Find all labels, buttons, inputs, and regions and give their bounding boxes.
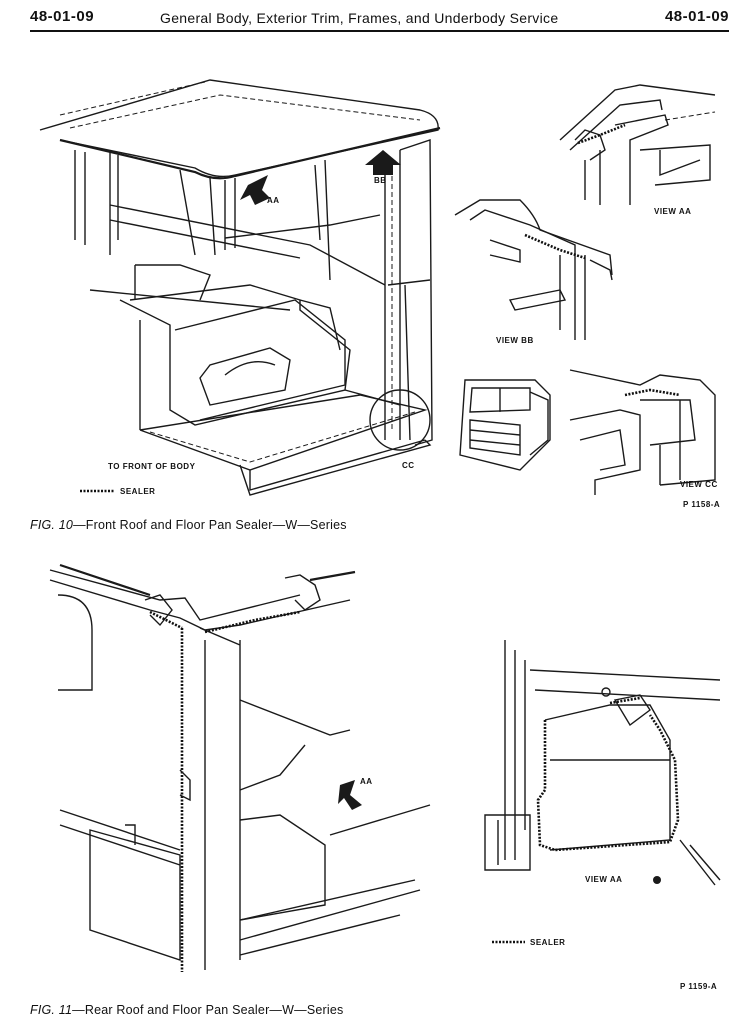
fastener-icon xyxy=(653,876,661,884)
arrow-aa-icon xyxy=(240,175,270,205)
label-aa: AA xyxy=(267,196,280,205)
label-view-bb: VIEW BB xyxy=(496,336,534,345)
rear-cab-drawing xyxy=(49,563,431,972)
label-sealer-rear: SEALER xyxy=(530,938,566,947)
label-cc: CC xyxy=(402,461,415,470)
truck-illustration xyxy=(459,379,551,471)
label-sealer: SEALER xyxy=(120,487,156,496)
caption-fig-number: FIG. 10 xyxy=(30,518,74,532)
view-cc-drawing xyxy=(569,369,716,495)
label-aa-rear: AA xyxy=(360,777,373,786)
label-view-aa-rear: VIEW AA xyxy=(585,875,623,884)
part-number: P 1158-A xyxy=(683,500,721,509)
detail-circle-cc xyxy=(369,389,431,451)
figure-11-caption: FIG. 11—Rear Roof and Floor Pan Sealer—W… xyxy=(30,1003,343,1017)
arrow-aa-icon xyxy=(338,780,362,810)
view-aa-rear-drawing xyxy=(484,640,721,944)
page-number-right: 48-01-09 xyxy=(664,8,729,25)
caption-text: —Rear Roof and Floor Pan Sealer—W—Series xyxy=(72,1003,344,1017)
view-bb-drawing xyxy=(454,199,613,340)
label-view-cc: VIEW CC xyxy=(680,480,718,489)
label-front-of-body: TO FRONT OF BODY xyxy=(108,462,196,471)
page-number-left: 48-01-09 xyxy=(30,8,95,25)
front-cab-drawing xyxy=(39,79,441,496)
caption-fig-number: FIG. 11 xyxy=(30,1003,73,1017)
label-bb: BB xyxy=(374,176,387,185)
part-number-rear: P 1159-A xyxy=(680,982,718,991)
figure-10-caption: FIG. 10—Front Roof and Floor Pan Sealer—… xyxy=(30,518,347,532)
view-aa-drawing xyxy=(559,84,716,205)
page-header: 48-01-09 General Body, Exterior Trim, Fr… xyxy=(0,0,743,34)
page-title: General Body, Exterior Trim, Frames, and… xyxy=(160,10,559,26)
arrow-bb-icon xyxy=(365,150,401,175)
bolt-icon xyxy=(601,687,611,697)
label-view-aa: VIEW AA xyxy=(654,207,692,216)
caption-text: —Front Roof and Floor Pan Sealer—W—Serie… xyxy=(73,518,347,532)
header-rule xyxy=(30,30,729,32)
